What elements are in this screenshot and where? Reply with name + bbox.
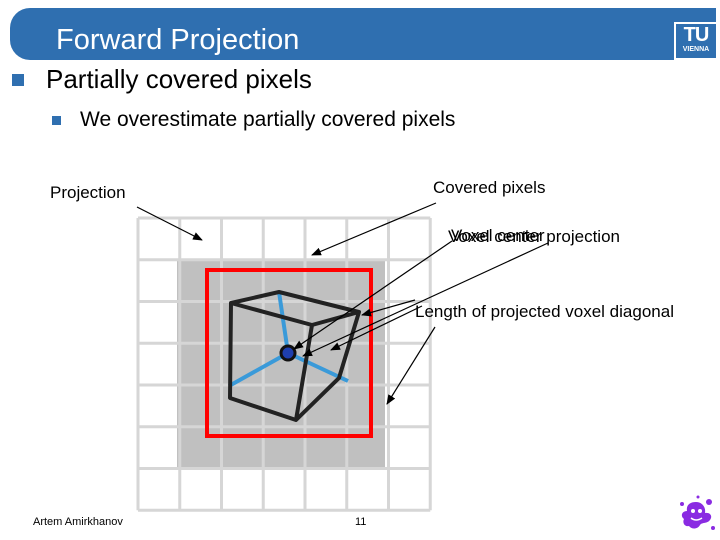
cube-vertical-edge — [294, 324, 314, 421]
page-number: 11 — [355, 516, 367, 528]
arrow-projection — [136, 206, 203, 241]
label-length-diagonal: Length of projected voxel diagonal — [415, 302, 674, 321]
label-voxel-center-projection: Voxel center projection — [448, 227, 620, 246]
title-bar: Forward Projection TU VIENNA — [10, 8, 718, 60]
arrow-length-2 — [330, 305, 423, 351]
arrow-length-1 — [361, 299, 416, 317]
bullet-partially-covered: Partially covered pixels — [46, 64, 312, 94]
bounding-box — [205, 268, 373, 438]
voxel-center-projection-marker — [279, 344, 297, 362]
label-voxel-center: Voxel center — [451, 226, 545, 245]
arrow-length-3 — [386, 326, 436, 405]
slide-title: Forward Projection — [56, 24, 300, 56]
label-projection: Projection — [50, 183, 126, 202]
label-covered-pixels: Covered pixels — [433, 178, 546, 197]
arrow-voxel-center-1 — [293, 240, 453, 350]
cube-outline — [228, 290, 361, 422]
square-bullet-icon — [52, 116, 61, 125]
logo-subtext: VIENNA — [682, 46, 710, 53]
pixel-grid — [136, 216, 432, 512]
logo-text: TU — [683, 24, 710, 46]
annotation-arrows — [136, 202, 549, 405]
bullet-overestimate: We overestimate partially covered pixels — [80, 108, 456, 131]
square-bullet-icon — [12, 74, 24, 86]
splat-logo-icon — [680, 495, 715, 530]
voxel-cube — [228, 290, 361, 422]
arrow-voxel-center-2 — [302, 242, 549, 357]
tu-vienna-logo: TU VIENNA — [674, 22, 718, 60]
arrow-covered-pixels — [311, 202, 437, 256]
footer-author: Artem Amirkhanov — [33, 516, 123, 528]
